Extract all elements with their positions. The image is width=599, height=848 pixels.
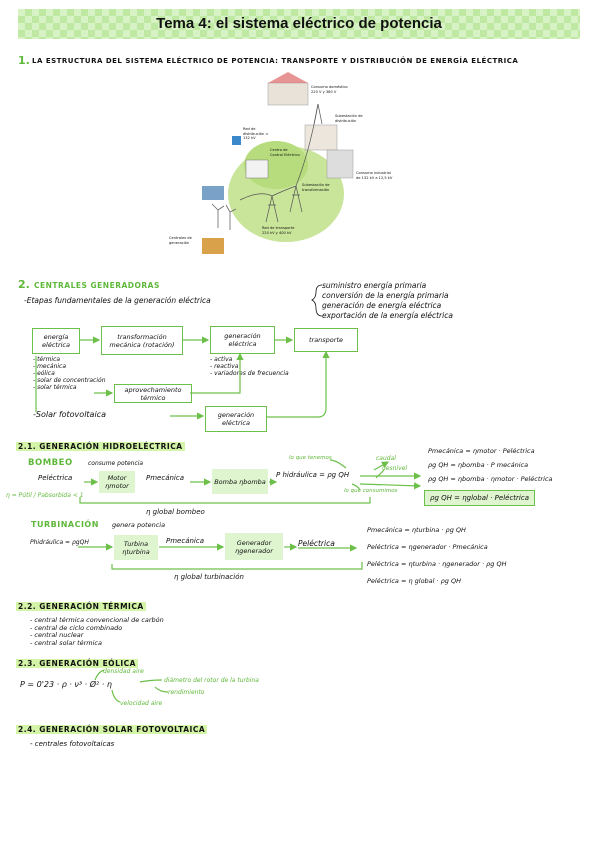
bomba-box: Bomba ηbomba	[212, 469, 268, 494]
thermal-list: - central térmica convencional de carbón…	[30, 616, 164, 647]
section1-number: 1.	[18, 54, 30, 67]
global-bombeo-label: η global bombeo	[146, 508, 205, 516]
genera-label: genera potencia	[112, 521, 166, 529]
factory-icon	[326, 149, 354, 179]
gen-type-item: - variadores de frecuencia	[210, 370, 289, 377]
diametro-label: diámetro del rotor de la turbina	[164, 677, 259, 684]
equation: Pmecánica = ηmotor · Peléctrica	[428, 447, 535, 455]
section2-number: 2.	[18, 278, 30, 291]
p-hidraulica-label: P hidráulica = ρg QH	[276, 471, 350, 479]
bombeo-equations: Pmecánica = ηmotor · Peléctrica ρg QH = …	[428, 444, 552, 486]
stage-item: generación de energía eléctrica	[322, 301, 442, 310]
energy-type-item: - solar térmica	[33, 384, 77, 391]
stage-item: conversión de la energía primaria	[322, 291, 449, 300]
transmission-towers-icon	[239, 103, 323, 223]
section23-heading: 2.3. GENERACIÓN EÓLICA	[16, 659, 138, 668]
flow-generacion2-box: generación eléctrica	[205, 406, 267, 432]
wind-formula: P = 0'23 · ρ · ν³ · Ø² · η	[20, 680, 112, 689]
power-system-figure	[202, 72, 354, 254]
stages-brace	[311, 284, 323, 317]
network-icon	[232, 136, 241, 145]
stage-item: exportación de la energía eléctrica	[322, 311, 453, 320]
lo-que-tenemos-label: lo que tenemos	[289, 455, 332, 461]
page-title: Tema 4: el sistema eléctrico de potencia	[156, 15, 442, 32]
thermal-plant-icon	[202, 238, 224, 254]
flow-transporte-box: transporte	[294, 328, 358, 352]
equation: Peléctrica = η global · ρg QH	[367, 577, 461, 585]
section24-heading: 2.4. GENERACIÓN SOLAR FOTOVOLTAICA	[16, 725, 208, 734]
generation-types-list: - activa - reactiva - variadores de frec…	[210, 356, 289, 377]
lo-que-consumimos-label: lo que consumimos	[344, 488, 398, 494]
label-centrales: Centrales de generación	[169, 236, 192, 245]
solar-text: -Solar fotovoltaica	[33, 410, 106, 419]
stages-list: suministro energía primaria conversión d…	[322, 281, 453, 321]
rendimiento-label: rendimiento	[168, 689, 205, 696]
gen-type-item: - reactiva	[210, 363, 239, 370]
hydro-plant-icon	[202, 186, 224, 200]
label-red-transporte: Red de transporte 220 kV y 400 kV	[262, 226, 295, 235]
p-hidraulica2-label: Phidráulica = ρgQH	[30, 539, 89, 546]
energy-type-item: - térmica	[33, 356, 61, 363]
bombeo-result-box: ρg QH = ηglobal · Peléctrica	[424, 490, 535, 506]
equation: Pmecánica = ηturbina · ρg QH	[367, 526, 466, 534]
title-banner: Tema 4: el sistema eléctrico de potencia	[18, 9, 580, 39]
etapas-text: -Etapas fundamentales de la generación e…	[24, 296, 211, 305]
label-subestacion-distribucion: Subestación de distribución	[335, 114, 363, 123]
generador-box: Generador ηgenerador	[225, 533, 283, 560]
thermal-item: - central de ciclo combinado	[30, 623, 123, 632]
section21-heading: 2.1. GENERACIÓN HIDROELÉCTRICA	[16, 442, 185, 451]
p-electrica-label: Peléctrica	[38, 474, 73, 482]
label-consumo-domestico: Consumo doméstico 220 V y 380 V	[311, 85, 348, 94]
turbinacion-label: TURBINACIÓN	[31, 520, 99, 529]
stage-item: suministro energía primaria	[322, 281, 427, 290]
turbinacion-equations: Pmecánica = ηturbina · ρg QH Peléctrica …	[367, 522, 506, 590]
equation: Peléctrica = ηgenerador · Pmecánica	[367, 543, 488, 551]
flow-energia-box: energía eléctrica	[32, 328, 80, 354]
bombeo-label: BOMBEO	[28, 458, 73, 468]
global-turbinacion-label: η global turbinación	[174, 573, 244, 581]
energy-type-item: - mecánica	[33, 363, 67, 370]
p-mecanica-label: Pmecánica	[146, 474, 185, 482]
equation: Peléctrica = ηturbina · ηgenerador · ρg …	[367, 560, 507, 568]
label-centro-control: Centro de Control Eléctrico	[270, 148, 300, 157]
section22-heading: 2.2. GENERACIÓN TÉRMICA	[16, 602, 146, 611]
equation: ρg QH = ηbomba · ηmotor · Peléctrica	[428, 475, 553, 483]
motor-box: Motor ηmotor	[99, 471, 135, 493]
label-subestacion-transformacion: Subestación de transformación	[302, 183, 330, 192]
aprovechamiento-box: aprovechamiento térmico	[114, 384, 192, 403]
control-center-icon	[245, 159, 269, 179]
turbina-box: Turbina ηturbina	[114, 535, 158, 560]
eta-definition: η = Pútil / Pabsorbida < 1	[6, 492, 84, 499]
p-mecanica2-label: Pmecánica	[166, 537, 205, 545]
section1-heading: LA ESTRUCTURA DEL SISTEMA ELÉCTRICO DE P…	[32, 57, 519, 65]
flow-transformacion-box: transformación mecánica (rotación)	[101, 326, 183, 355]
densidad-label: densidad aire	[103, 668, 144, 675]
desnivel-label: desnivel	[382, 465, 408, 472]
equation: ρg QH = ηbomba · P mecánica	[428, 461, 529, 469]
section2-heading: CENTRALES GENERADORAS	[34, 281, 160, 290]
energy-type-item: - solar de concentración	[33, 377, 106, 384]
consume-label: consume potencia	[88, 460, 144, 467]
thermal-item: - central térmica convencional de carbón	[30, 616, 164, 624]
industry-icon	[304, 124, 338, 151]
thermal-item: - central solar térmica	[30, 638, 102, 647]
label-consumo-industrial: Consumo industrial de 132 kV a 12,5 kV	[356, 171, 393, 180]
energy-types-list: - térmica - mecánica - eólica - solar de…	[33, 356, 106, 391]
flow-generacion-box: generación eléctrica	[210, 326, 275, 354]
fotovoltaica-item: - centrales fotovoltaicas	[30, 740, 115, 748]
thermal-item: - central nuclear	[30, 631, 84, 639]
velocidad-label: velocidad aire	[120, 700, 163, 707]
label-red-distribucion: Red de distribución < 132 kV	[243, 127, 269, 140]
caudal-label: caudal	[376, 455, 396, 462]
p-electrica2-label: Peléctrica	[298, 539, 335, 548]
energy-type-item: - eólica	[33, 370, 55, 377]
wind-turbines-icon	[211, 203, 237, 230]
gen-type-item: - activa	[210, 356, 233, 363]
